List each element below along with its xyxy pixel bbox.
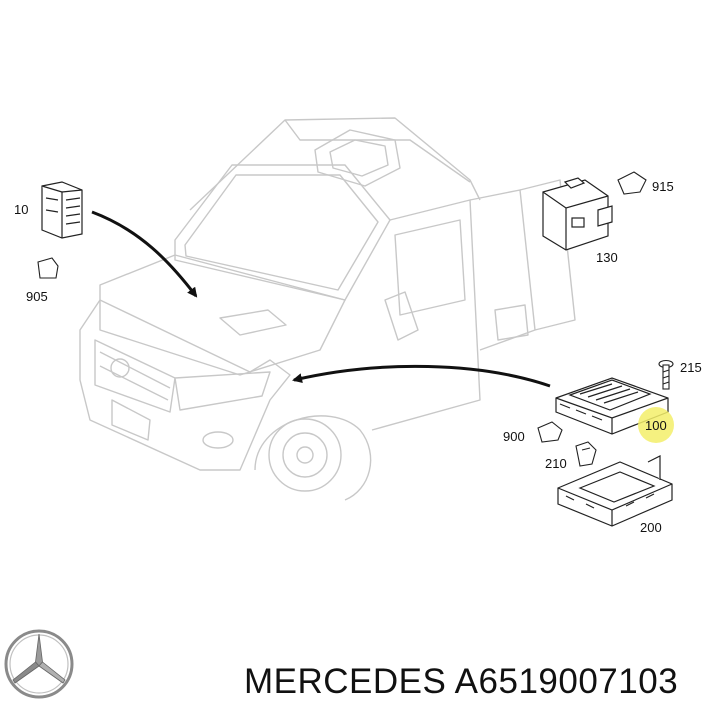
bolt-part-215: [658, 359, 674, 390]
label-part-200: 200: [640, 520, 662, 535]
parts-diagram: 10 905 915 130 215 900 100 210 200: [14, 117, 702, 535]
clip-part-210: [575, 441, 597, 467]
part-caption: MERCEDES A6519007103: [244, 662, 678, 702]
van-illustration: [79, 117, 576, 501]
label-part-215: 215: [680, 360, 702, 375]
part-number: A6519007103: [454, 662, 679, 701]
connector-part-915: [617, 171, 647, 195]
label-part-900: 900: [503, 429, 525, 444]
connector-part-900: [537, 421, 563, 443]
module-part-130: [542, 177, 613, 251]
mercedes-star-icon: [4, 629, 74, 699]
bracket-part-200: [557, 455, 673, 527]
brand-name: MERCEDES: [244, 662, 447, 701]
label-part-10: 10: [14, 202, 28, 217]
label-part-100: 100: [645, 418, 667, 433]
module-part-10: [41, 181, 83, 239]
highlight-part-100: [638, 407, 674, 443]
label-part-915: 915: [652, 179, 674, 194]
arrow-part-10: [91, 210, 198, 298]
label-part-905: 905: [26, 289, 48, 304]
arrow-part-100: [292, 364, 551, 388]
connector-part-905: [37, 257, 59, 279]
control-unit-part-100: [555, 377, 669, 435]
label-part-210: 210: [545, 456, 567, 471]
label-part-130: 130: [596, 250, 618, 265]
